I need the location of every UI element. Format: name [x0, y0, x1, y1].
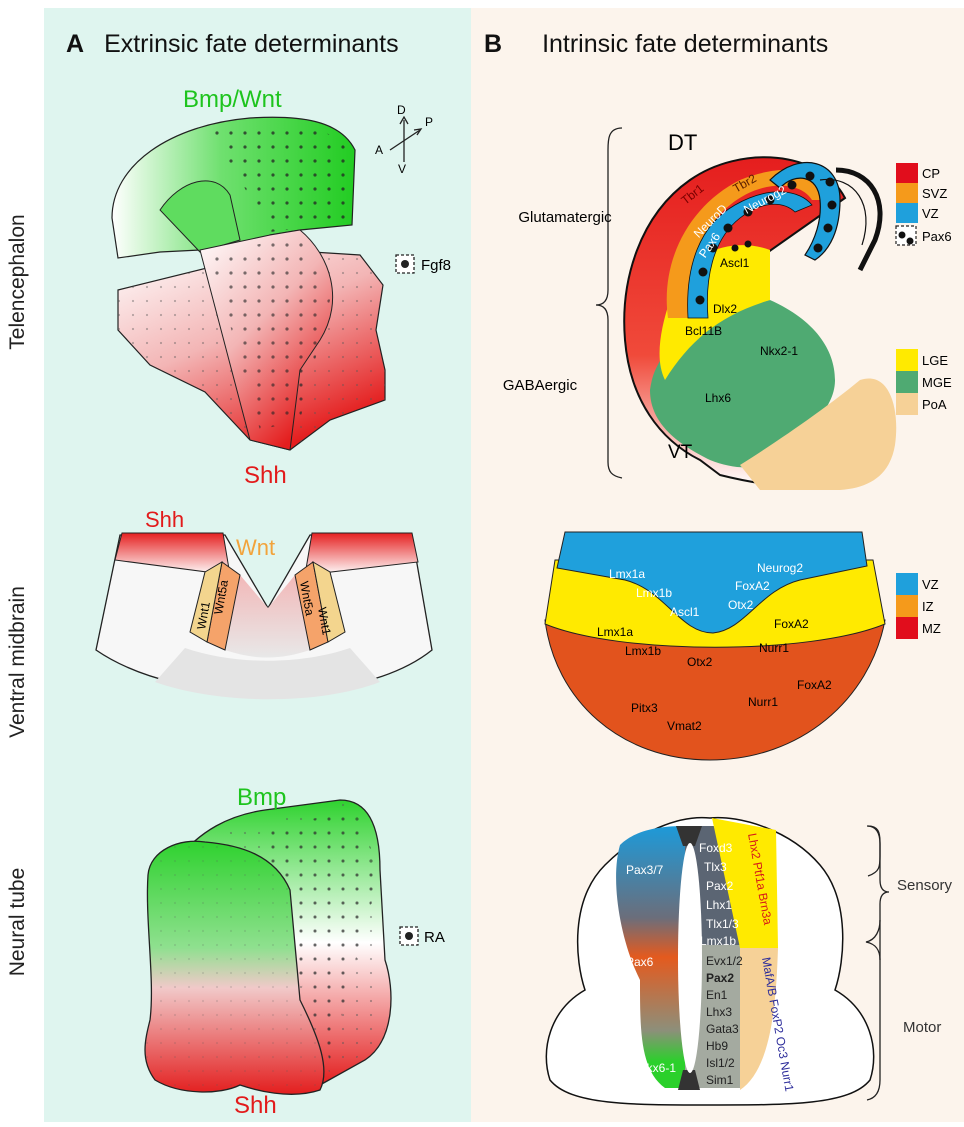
nt-gene-nkx61: Nkx6-1	[638, 1061, 676, 1075]
mb-intrinsic-diagram: Lmx1a Lmx1b Ascl1 Neurog2 FoxA2 Otx2 Lmx…	[545, 532, 941, 760]
mb-mz-pitx3: Pitx3	[631, 701, 658, 715]
mb-vz-foxa2: FoxA2	[735, 579, 770, 593]
mb-vz-ascl1: Ascl1	[670, 605, 700, 619]
legend-vz: VZ	[922, 206, 939, 221]
legend-poa: PoA	[922, 397, 947, 412]
nt-gene-gata3: Gata3	[706, 1022, 739, 1036]
nt-gene-pax6: Pax6	[626, 955, 654, 969]
mb-wnt-label: Wnt	[236, 535, 275, 560]
gene-lhx6: Lhx6	[705, 391, 731, 405]
mb-mz-vmat2: Vmat2	[667, 719, 702, 733]
dt-label: DT	[668, 130, 697, 155]
mb-iz-lmx1a: Lmx1a	[597, 625, 633, 639]
mb-shh-label: Shh	[145, 507, 184, 532]
nt-shh-label: Shh	[234, 1092, 277, 1119]
axis-d: D	[397, 103, 406, 117]
nt-extrinsic-diagram: Bmp Shh RA	[145, 784, 445, 1119]
nt-gene-tlx13: Tlx1/3	[706, 917, 739, 931]
gene-nkx21: Nkx2-1	[760, 344, 798, 358]
nt-gene-tlx3: Tlx3	[704, 860, 727, 874]
fgf8-legend-icon	[396, 255, 414, 273]
mb-iz-otx2: Otx2	[687, 655, 713, 669]
mb-iz-foxa2: FoxA2	[774, 617, 809, 631]
tel-shh-label: Shh	[244, 462, 287, 489]
sensory-label: Sensory	[897, 877, 953, 894]
nt-gene-sim1: Sim1	[706, 1073, 734, 1087]
nt-gene-hb9: Hb9	[706, 1039, 728, 1053]
nt-gene-isl12: Isl1/2	[706, 1056, 735, 1070]
mb-vz-lmx1b: Lmx1b	[636, 586, 672, 600]
mb-vz-neurog2: Neurog2	[757, 561, 803, 575]
mb-iz-lmx1b: Lmx1b	[625, 644, 661, 658]
vt-label: VT	[668, 442, 693, 463]
mb-mz-foxa2: FoxA2	[797, 678, 832, 692]
nt-gene-lhx1: Lhx1	[706, 898, 732, 912]
glutamatergic-label: Glutamatergic	[518, 209, 612, 226]
fgf8-legend-label: Fgf8	[421, 257, 451, 274]
mb-legend-iz: IZ	[922, 599, 934, 614]
nt-gene-pax37: Pax3/7	[626, 863, 664, 877]
mb-iz-nurr1: Nurr1	[759, 641, 789, 655]
legend-svz: SVZ	[922, 186, 947, 201]
ra-legend-icon	[400, 927, 418, 945]
axis-v: V	[398, 162, 406, 176]
nt-gene-en1: En1	[706, 988, 728, 1002]
legend-pax6: Pax6	[922, 229, 952, 244]
legend-cp: CP	[922, 166, 940, 181]
gene-bcl11b: Bcl11B	[685, 324, 722, 338]
gabaergic-label: GABAergic	[503, 377, 578, 394]
nt-gene-pax2: Pax2	[706, 879, 734, 893]
mb-vz-otx2: Otx2	[728, 598, 754, 612]
nt-gene-evx12: Evx1/2	[706, 954, 743, 968]
ra-legend-label: RA	[424, 929, 445, 946]
mb-vz-lmx1a: Lmx1a	[609, 567, 645, 581]
nt-bmp-label: Bmp	[237, 784, 286, 811]
tel-intrinsic-diagram: Glutamatergic GABAergic DT VT Tbr1 Tbr2 …	[503, 128, 952, 490]
mb-extrinsic-diagram: Shh Wnt Wnt5a Wnt1 Wnt5a Wnt1	[96, 507, 432, 699]
gene-dlx2: Dlx2	[713, 302, 737, 316]
nt-gene-lmx1b: Lmx1b	[700, 934, 736, 948]
motor-label: Motor	[903, 1019, 941, 1036]
mb-legend-mz: MZ	[922, 621, 941, 636]
tel-bmp-wnt-label: Bmp/Wnt	[183, 86, 282, 113]
legend-mge: MGE	[922, 375, 952, 390]
nt-intrinsic-diagram: Pax3/7 Pax6 Nkx6-1 Foxd3 Tlx3 Pax2 Lhx1 …	[546, 818, 952, 1105]
gene-ascl1: Ascl1	[720, 256, 750, 270]
nt-gene-foxd3: Foxd3	[699, 841, 733, 855]
bracket-glutamatergic	[596, 128, 622, 478]
tel-extrinsic-diagram: D P A V Bmp/Wnt Shh Fgf8	[112, 86, 451, 489]
axis-p: P	[425, 115, 433, 129]
nt-gene-pax2-motor: Pax2	[706, 971, 734, 985]
legend-lge: LGE	[922, 353, 948, 368]
mb-legend-vz: VZ	[922, 577, 939, 592]
mb-mz-nurr1: Nurr1	[748, 695, 778, 709]
nt-gene-lhx3: Lhx3	[706, 1005, 732, 1019]
axis-a: A	[375, 143, 383, 157]
